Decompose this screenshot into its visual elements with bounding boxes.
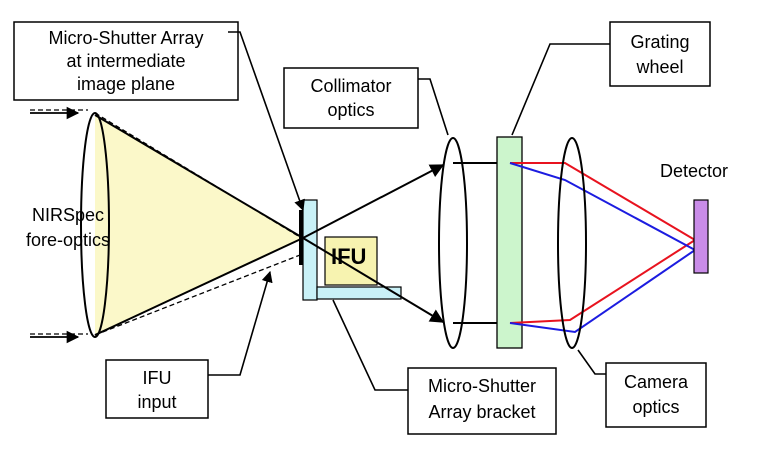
camera-leader — [577, 349, 606, 375]
ray-red-bottom — [509, 239, 696, 324]
grating-wheel — [496, 136, 523, 349]
collimator-label-line2: optics — [327, 100, 374, 120]
collimator-lens — [438, 137, 468, 349]
msa-bracket-label-line2: Array bracket — [428, 402, 535, 422]
detector-label: Detector — [660, 161, 728, 181]
camera-label-line2: optics — [632, 397, 679, 417]
fore-optics-lens — [80, 112, 110, 338]
collimator-label-line1: Collimator — [310, 76, 391, 96]
msa-label-leader — [228, 31, 305, 212]
ray-to-collimator-bottom — [302, 237, 445, 323]
camera-label-line1: Camera — [624, 372, 689, 392]
grating-label-line1: Grating — [630, 32, 689, 52]
msa-label-box — [13, 21, 239, 101]
msa-label-line3: image plane — [77, 74, 175, 94]
msa-bracket-horizontal — [316, 286, 402, 300]
collimator-label-box — [283, 67, 419, 129]
ifu-input-leader — [208, 270, 273, 376]
fore-optics-label-line2: fore-optics — [26, 230, 110, 250]
msa-bracket-leader — [332, 299, 408, 391]
msa-bracket-label-box — [407, 367, 557, 435]
detector — [693, 199, 709, 274]
msa-bracket-label-line1: Micro-Shutter — [428, 376, 536, 396]
collimator-leader — [418, 78, 449, 136]
fore-optics-label-line1: NIRSpec — [32, 205, 104, 225]
grating-leader — [511, 43, 610, 136]
beam-cone — [95, 115, 303, 335]
camera-label-box — [605, 362, 707, 428]
ray-red-top — [510, 162, 696, 241]
ifu-input-label-line1: IFU — [143, 368, 172, 388]
ray-blue-top — [509, 162, 696, 251]
ifu-input-label-box — [105, 359, 209, 419]
beam-edge-bottom — [94, 237, 304, 336]
ifu-input-label-line2: input — [137, 392, 176, 412]
beam-dashed-top — [94, 112, 319, 249]
msa-label-line2: at intermediate — [66, 51, 185, 71]
ray-to-collimator-top — [302, 164, 445, 239]
msa-label-line1: Micro-Shutter Array — [48, 28, 203, 48]
grating-label-box — [609, 21, 711, 87]
grating-label-line2: wheel — [635, 57, 683, 77]
ray-blue-bottom — [509, 249, 696, 334]
camera-lens — [557, 137, 587, 349]
msa-bracket-vertical — [302, 199, 318, 301]
